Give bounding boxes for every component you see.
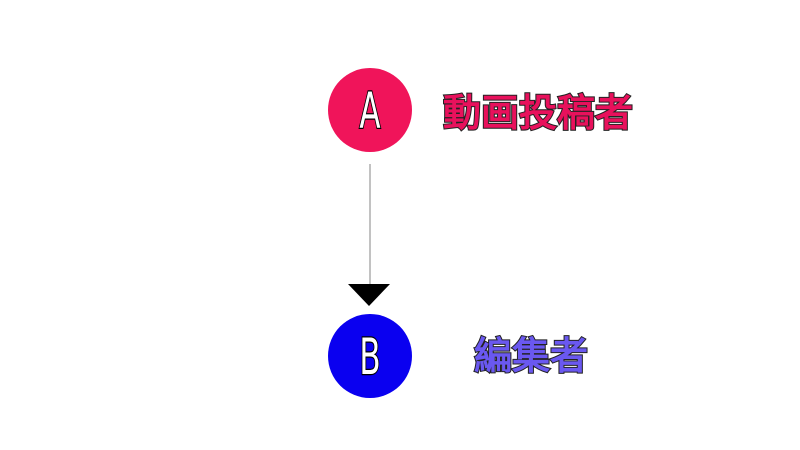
edge-a-to-b: [348, 164, 390, 306]
node-b: B 編集者: [328, 314, 589, 398]
arrowhead-icon: [348, 284, 390, 306]
node-a-role-label: 動画投稿者: [443, 91, 633, 135]
node-a-circle: [328, 68, 412, 152]
node-b-letter: B: [359, 327, 380, 386]
node-a: A 動画投稿者: [328, 68, 634, 152]
node-b-circle: [328, 314, 412, 398]
node-a-letter: A: [359, 81, 381, 140]
node-b-role-label: 編集者: [474, 334, 588, 378]
